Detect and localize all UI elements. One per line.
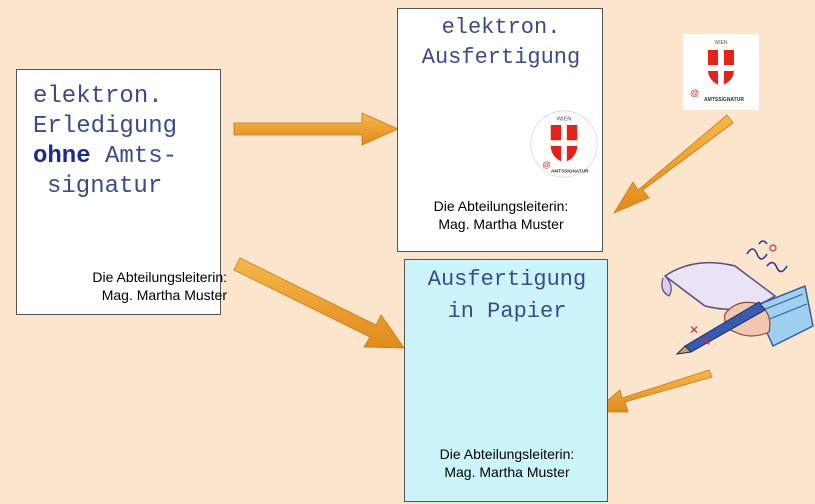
signer-role: Die Abteilungsleiterin: [92,269,227,285]
electronic-copy-document: elektron. Ausfertigung WIEN @ AMTSSIGNAT… [397,8,603,252]
title-line: in Papier [447,299,567,324]
hand-signing-pen-icon: ✕ [661,240,814,355]
title-line: ohne Amts- [33,142,223,172]
arrow-seal-to-electronic [613,114,734,214]
standalone-seal: WIEN @ AMTSSIGNATUR [683,34,759,110]
original-document-title: elektron. Erledigung ohne Amts- signatur [33,82,223,202]
signer-name: Mag. Martha Muster [444,464,570,480]
signature-block: Die Abteilungsleiterin: Mag. Martha Must… [405,445,609,481]
arrow-to-paper [233,257,405,349]
svg-text:@: @ [542,160,551,170]
arrow-pen-to-paper [592,369,713,413]
svg-text:@: @ [690,88,699,98]
signer-name: Mag. Martha Muster [438,216,564,232]
title-bold-word: ohne [33,143,91,170]
title-word: Amts- [90,143,178,170]
signature-block: Die Abteilungsleiterin: Mag. Martha Must… [398,197,604,233]
title-line: Ausfertigung [427,267,587,292]
signature-block: Die Abteilungsleiterin: Mag. Martha Must… [47,268,227,304]
signer-role: Die Abteilungsleiterin: [439,446,575,462]
title-line: elektron. [33,83,163,110]
seal-bottom-text: AMTSSIGNATUR [704,97,744,103]
title-line: Erledigung [33,113,178,140]
seal-bottom-text: AMTSSIGNATUR [551,168,589,174]
amtssignatur-seal-icon: WIEN @ AMTSSIGNATUR [530,110,598,178]
seal-top-text: WIEN [557,116,572,122]
seal-top-text: WIEN [714,40,727,46]
signer-role: Die Abteilungsleiterin: [433,198,569,214]
electronic-copy-title: elektron. Ausfertigung [398,13,604,73]
title-line: elektron. [441,15,561,40]
title-line: Ausfertigung [421,45,581,70]
amtssignatur-seal-icon: WIEN @ AMTSSIGNATUR [690,40,744,103]
original-document: elektron. Erledigung ohne Amts- signatur… [16,69,227,315]
paper-copy-title: Ausfertigung in Papier [405,264,609,328]
signer-name: Mag. Martha Muster [101,287,227,303]
paper-copy-document: Ausfertigung in Papier Die Abteilungslei… [404,259,608,502]
title-line: signatur [47,173,163,200]
svg-text:✕: ✕ [689,323,699,337]
arrow-to-electronic [233,112,399,146]
